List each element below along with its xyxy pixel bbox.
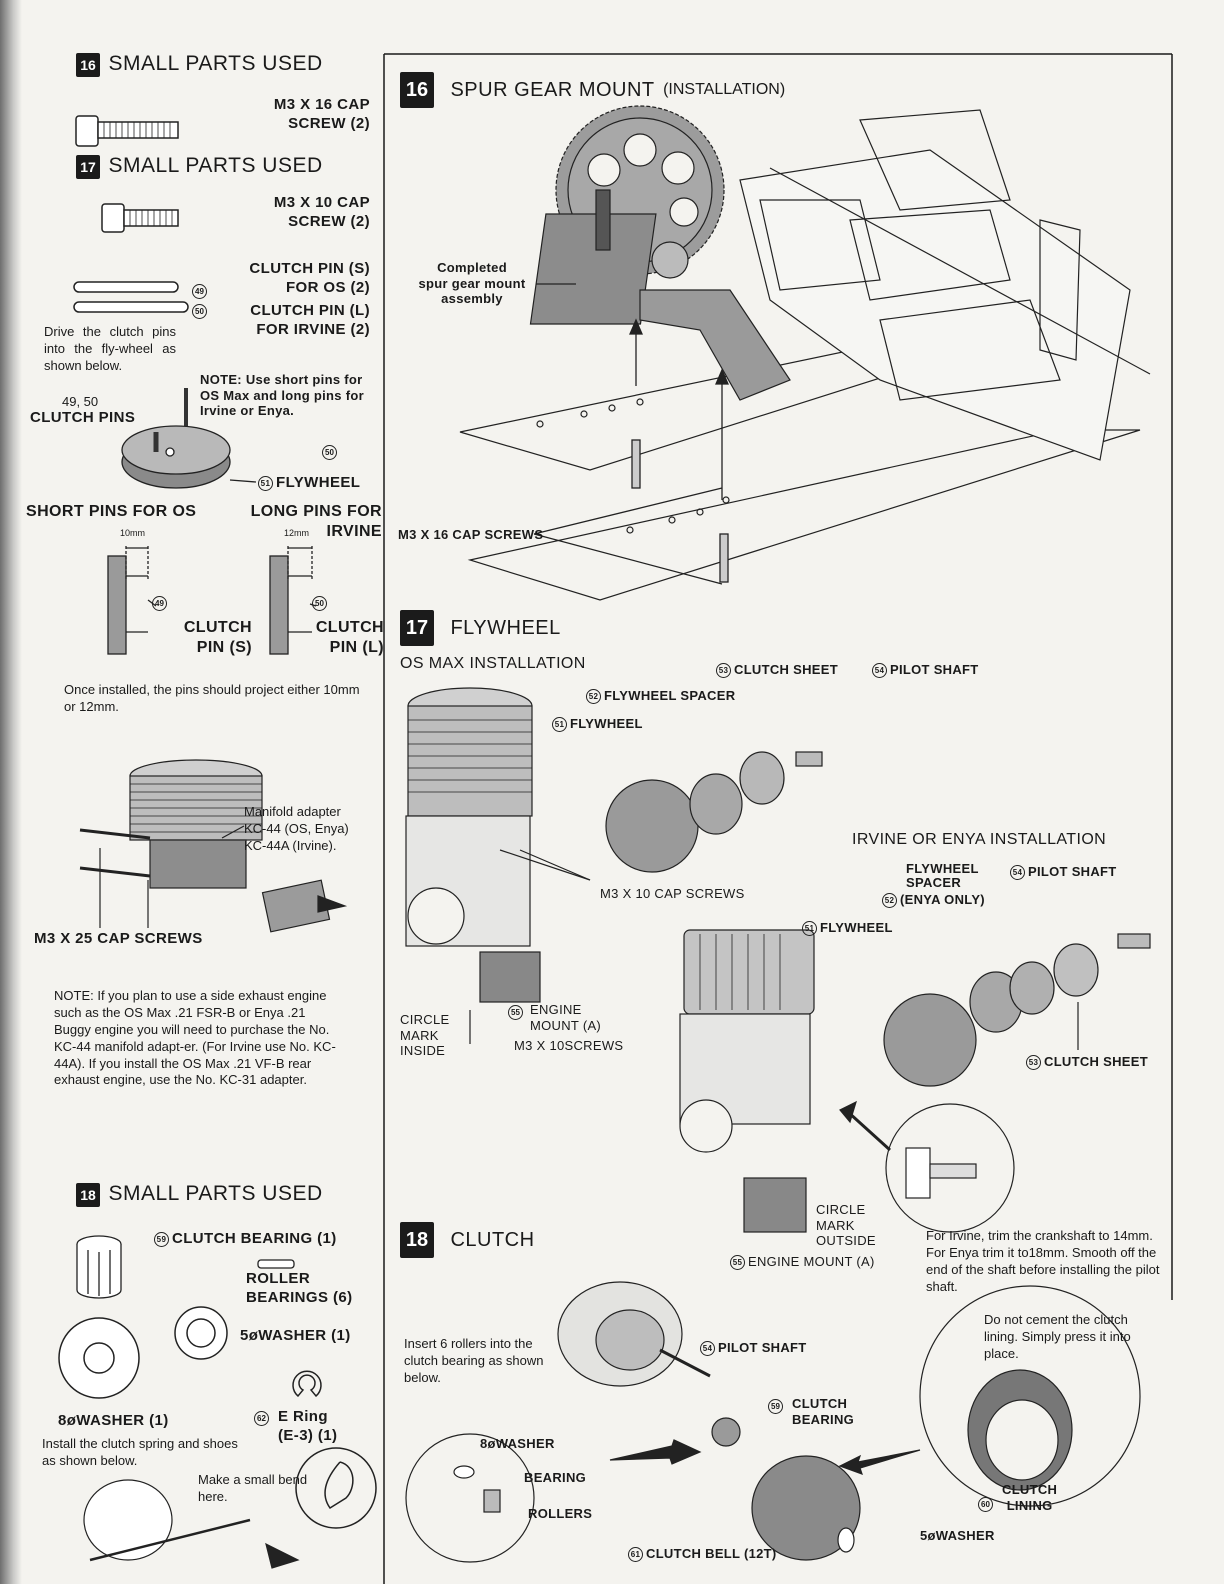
section-title: SMALL PARTS USED (108, 52, 323, 75)
clutch-pins-label: CLUTCH PINS (30, 409, 136, 426)
insert-rollers-text: Insert 6 rollers into the clutch bearing… (404, 1336, 544, 1385)
circle-outside-label: CIRCLE MARK OUTSIDE (816, 1202, 876, 1249)
screw-17-label: M3 X 10 CAP SCREW (2) (273, 194, 370, 230)
trim-instructions: For Irvine, trim the crankshaft to 14mm.… (926, 1228, 1160, 1294)
clutch-pin-s-label: CLUTCH PIN (S) FOR OS (2) (249, 260, 370, 296)
clutch-pin-icons (73, 281, 189, 313)
irvine-engine-drawing (679, 929, 1151, 1233)
exhaust-note: NOTE: If you plan to use a side exhaust … (54, 988, 336, 1088)
os-install-title: OS MAX INSTALLATION (400, 655, 586, 672)
m3x25-label: M3 X 25 CAP SCREWS (34, 930, 203, 947)
pin50b-number: 50 (312, 595, 330, 613)
clutch-pin-l-label: CLUTCH PIN (L) FOR IRVINE (2) (250, 302, 370, 338)
clutch-bearing-icon (76, 1235, 122, 1299)
washer8-label-r: 8øWASHER (480, 1436, 555, 1451)
circle-inside-label: CIRCLE MARK INSIDE (400, 1012, 450, 1059)
pin49-number: 49 (152, 595, 170, 613)
dim-10: 10mm (120, 528, 146, 538)
clutch-pin-l-side-label: CLUTCH PIN (L) (315, 619, 384, 656)
step-badge: 18 (76, 1183, 100, 1207)
left-18-heading: 18 SMALL PARTS USED (76, 1182, 323, 1207)
irvine-spacer-label: FLYWHEEL SPACER (906, 861, 979, 890)
dim-12: 12mm (284, 528, 310, 538)
chassis-drawing (459, 109, 1151, 601)
clutch-pin-s-side-label: CLUTCH PIN (S) (183, 619, 252, 656)
irvine-spacer-sub: 52(ENYA ONLY) (882, 892, 985, 909)
rollers-label: ROLLERS (528, 1506, 593, 1521)
roller-bearing-icon (257, 1259, 295, 1269)
right-18-heading: 18 CLUTCH (400, 1222, 535, 1258)
screw-17-icon (101, 203, 179, 233)
step-badge: 17 (76, 155, 100, 179)
drive-instructions: Drive the clutch pins into the fly-wheel… (44, 324, 176, 373)
right-16-heading: 16 SPUR GEAR MOUNT (INSTALLATION) (400, 72, 785, 108)
scan-edge (0, 0, 22, 1584)
clutch-lining-label: CLUTCH LINING (1002, 1482, 1058, 1513)
step-badge: 16 (400, 72, 434, 108)
section-title: CLUTCH (450, 1228, 535, 1251)
m3x10-label: M3 X 10 CAP SCREWS (600, 886, 745, 901)
ering-label: E Ring (E-3) (1) (278, 1408, 338, 1444)
bearing-label: BEARING (524, 1470, 587, 1485)
lining-instructions: Do not cement the clutch lining. Simply … (984, 1312, 1131, 1361)
section-title: SMALL PARTS USED (108, 1182, 323, 1205)
left-16-heading: 16 SMALL PARTS USED (76, 52, 323, 77)
washer5-label-r: 5øWASHER (920, 1528, 995, 1543)
step-badge: 17 (400, 610, 434, 646)
spur-gear-drawing (529, 105, 791, 401)
section-title: SMALL PARTS USED (108, 154, 323, 177)
washer5-label: 5øWASHER (1) (240, 1327, 351, 1344)
engine-mount-number: 55 (508, 1004, 526, 1022)
washer-icons (58, 1306, 228, 1399)
manifold-label: Manifold adapter KC-44 (OS, Enya) KC-44A… (244, 804, 349, 853)
section-subtitle: (INSTALLATION) (663, 81, 786, 98)
pins-note: NOTE: Use short pins for OS Max and long… (200, 372, 364, 419)
spur-mount-arrows (533, 283, 729, 585)
roller-bearings-label: ROLLER BEARINGS (6) (246, 1270, 353, 1306)
engine-mount-label: ENGINE MOUNT (A) (530, 1002, 602, 1033)
ering-number: 62 (254, 1410, 272, 1428)
short-pins-label: SHORT PINS FOR OS (26, 503, 197, 520)
step-badge: 16 (76, 53, 100, 77)
m3x16-label: M3 X 16 CAP SCREWS (398, 527, 544, 542)
left-17-heading: 17 SMALL PARTS USED (76, 154, 323, 179)
completed-assembly-label: Completed spur gear mount assembly (418, 260, 526, 307)
clutch-pins-numbers: 49, 50 (62, 394, 99, 409)
right-17-heading: 17 FLYWHEEL (400, 610, 561, 646)
section-title: SPUR GEAR MOUNT (450, 78, 655, 101)
clutch-bearing-label-r: CLUTCH BEARING (792, 1396, 855, 1427)
m3x10-screws-label: M3 X 10SCREWS (514, 1038, 624, 1053)
screw-16-icon (75, 115, 179, 147)
pin-s-number: 49 (192, 283, 210, 301)
spring-instructions: Install the clutch spring and shoes as s… (42, 1436, 238, 1468)
pin50-number: 50 (322, 444, 340, 462)
lining-number: 60 (978, 1496, 996, 1514)
clutch-bearing-number: 59 (768, 1398, 786, 1416)
step-badge: 18 (400, 1222, 434, 1258)
long-pins-label: LONG PINS FOR IRVINE (250, 503, 382, 540)
washer8-label: 8øWASHER (1) (58, 1412, 169, 1429)
screw-16-label: M3 X 16 CAP SCREW (2) (273, 96, 370, 132)
pin-l-number: 50 (192, 303, 210, 321)
project-text: Once installed, the pins should project … (64, 682, 360, 714)
os-engine-drawing (405, 687, 823, 1044)
section-title: FLYWHEEL (450, 616, 561, 639)
bend-instructions: Make a small bend here. (198, 1472, 308, 1504)
irvine-install-title: IRVINE OR ENYA INSTALLATION (852, 831, 1107, 848)
